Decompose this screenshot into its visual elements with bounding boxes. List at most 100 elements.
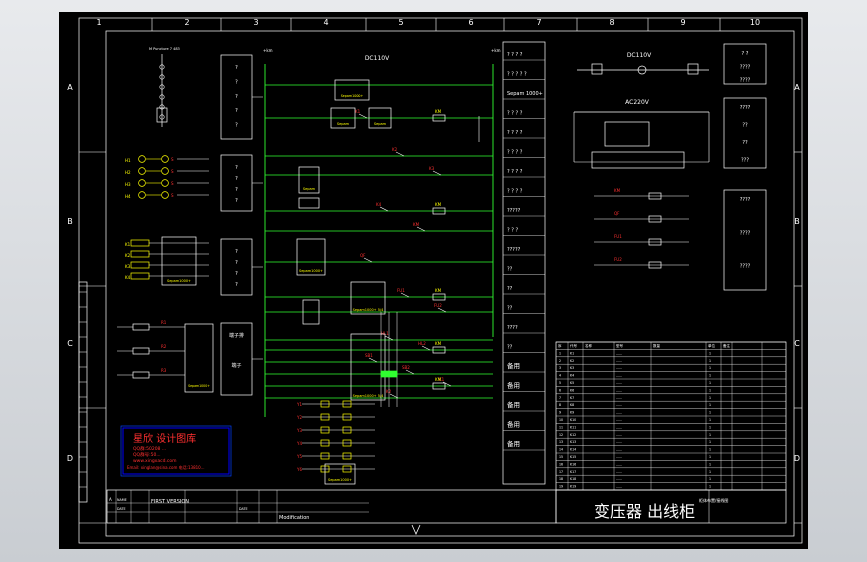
bom-cell: ...... (616, 374, 622, 378)
lamp-icon (138, 155, 146, 163)
bom-header: 序 (558, 343, 562, 348)
relay-block (184, 323, 214, 393)
circuit-label: ?? (507, 267, 513, 273)
bom-cell: 1 (709, 351, 711, 355)
watermark-line: QQ群:50208 ... (133, 445, 166, 452)
switch-icon (687, 63, 699, 75)
coil-tag: KM (435, 109, 442, 114)
io-contact (342, 465, 352, 473)
column-marker: 8 (609, 18, 614, 27)
bom-cell: 1 (709, 381, 711, 385)
bom-cell: K1 (570, 351, 574, 355)
terminal-label: ? (235, 123, 238, 129)
watermark-line: www.xingxacd.com (133, 458, 176, 464)
io-tag: Y6 (296, 467, 302, 472)
drawing-title: 变压器 出线柜 (594, 502, 695, 521)
rung-tag: HL1 (381, 331, 389, 336)
circuit-label: ? ? ? ? (507, 52, 523, 58)
lamp-tag: S (171, 157, 174, 162)
circuit-label: ? ? ? ? (507, 150, 523, 156)
watermark-title: 星欣 设计图库 (133, 432, 196, 445)
aux-tag: KM (614, 188, 621, 193)
right-dc-label: DC110V (627, 52, 652, 59)
column-marker: 7 (536, 18, 541, 27)
io-contact (320, 452, 330, 460)
terminal-label: ? (235, 176, 238, 182)
lamp-icon (637, 65, 647, 75)
bom-cell: K2 (570, 359, 574, 363)
legend-text: ???? (740, 105, 751, 111)
ct-coil-icon (159, 114, 165, 120)
relay-label: Sepam1000+ (341, 94, 364, 98)
relay-block (324, 463, 356, 485)
contact-icon (400, 292, 410, 298)
relay-tag: K1 (125, 242, 131, 247)
column-marker: 3 (253, 18, 258, 27)
resistor-tag: R1 (161, 320, 167, 325)
heater-block (604, 121, 650, 147)
rung-tag: KM (413, 222, 420, 227)
bom-cell: 1 (709, 425, 711, 429)
bom-cell: ...... (616, 359, 622, 363)
bom-cell: 1 (709, 388, 711, 392)
bom-header: 数量 (653, 343, 661, 348)
row-marker: B (67, 217, 73, 226)
io-contact (320, 426, 330, 434)
contact-icon (379, 206, 389, 212)
column-marker: 9 (680, 18, 685, 27)
coil-icon (432, 114, 446, 122)
bom-cell: K5 (570, 381, 574, 385)
relay-block (368, 107, 392, 129)
relay-tag: K4 (125, 275, 131, 280)
rev-cell: DATE (117, 507, 126, 511)
bom-cell: ...... (616, 411, 622, 415)
bom-cell: K19 (570, 485, 576, 489)
io-tag: Y1 (296, 402, 302, 407)
bom-cell: 14 (559, 448, 563, 452)
terminal-label: ? (235, 282, 238, 288)
bom-cell: 5 (559, 381, 561, 385)
label-column (502, 41, 546, 485)
coil-icon (432, 293, 446, 301)
column-marker: 4 (323, 18, 328, 27)
terminal-label: ? (235, 198, 238, 204)
bom-cell: 1 (709, 455, 711, 459)
right-ac-label: AC220V (625, 99, 650, 106)
switch-icon (591, 63, 603, 75)
terminal-label: 端子排 (229, 332, 244, 339)
legend-text: ?? (742, 123, 748, 129)
terminal-label: ? (235, 271, 238, 277)
row-marker: D (794, 454, 800, 463)
bom-cell: K15 (570, 455, 576, 459)
bom-cell: 11 (559, 425, 563, 429)
rev-cell: A (109, 497, 112, 502)
relay-block (298, 197, 320, 209)
bom-cell: K14 (570, 448, 576, 452)
relay-label: Sepam1000+ (188, 384, 210, 388)
terminal-label: ? (235, 94, 238, 100)
row-marker: D (67, 454, 73, 463)
arrow-down-icon (411, 524, 421, 535)
lamp-icon (161, 179, 169, 187)
bom-cell: ...... (616, 485, 622, 489)
bom-cell: 1 (709, 403, 711, 407)
row-marker: B (794, 217, 800, 226)
legend-text: ???? (740, 264, 751, 270)
relay-block (161, 236, 197, 286)
rung-tag: K2 (392, 147, 398, 152)
column-marker: 10 (750, 18, 760, 27)
ct-coil-icon (159, 64, 165, 70)
ct-coil-icon (159, 74, 165, 80)
bom-cell: 10 (559, 418, 563, 422)
circuit-label: 备用 (507, 400, 520, 409)
bom-cell: K17 (570, 470, 576, 474)
bom-cell: K8 (570, 403, 574, 407)
io-contact (342, 413, 352, 421)
lamp-label: H1 (125, 158, 131, 163)
relay-label: Sepam (337, 122, 350, 126)
bom-cell: 1 (559, 351, 561, 355)
rev-version: FIRST VERSION (151, 499, 189, 505)
contact-icon (421, 345, 431, 351)
